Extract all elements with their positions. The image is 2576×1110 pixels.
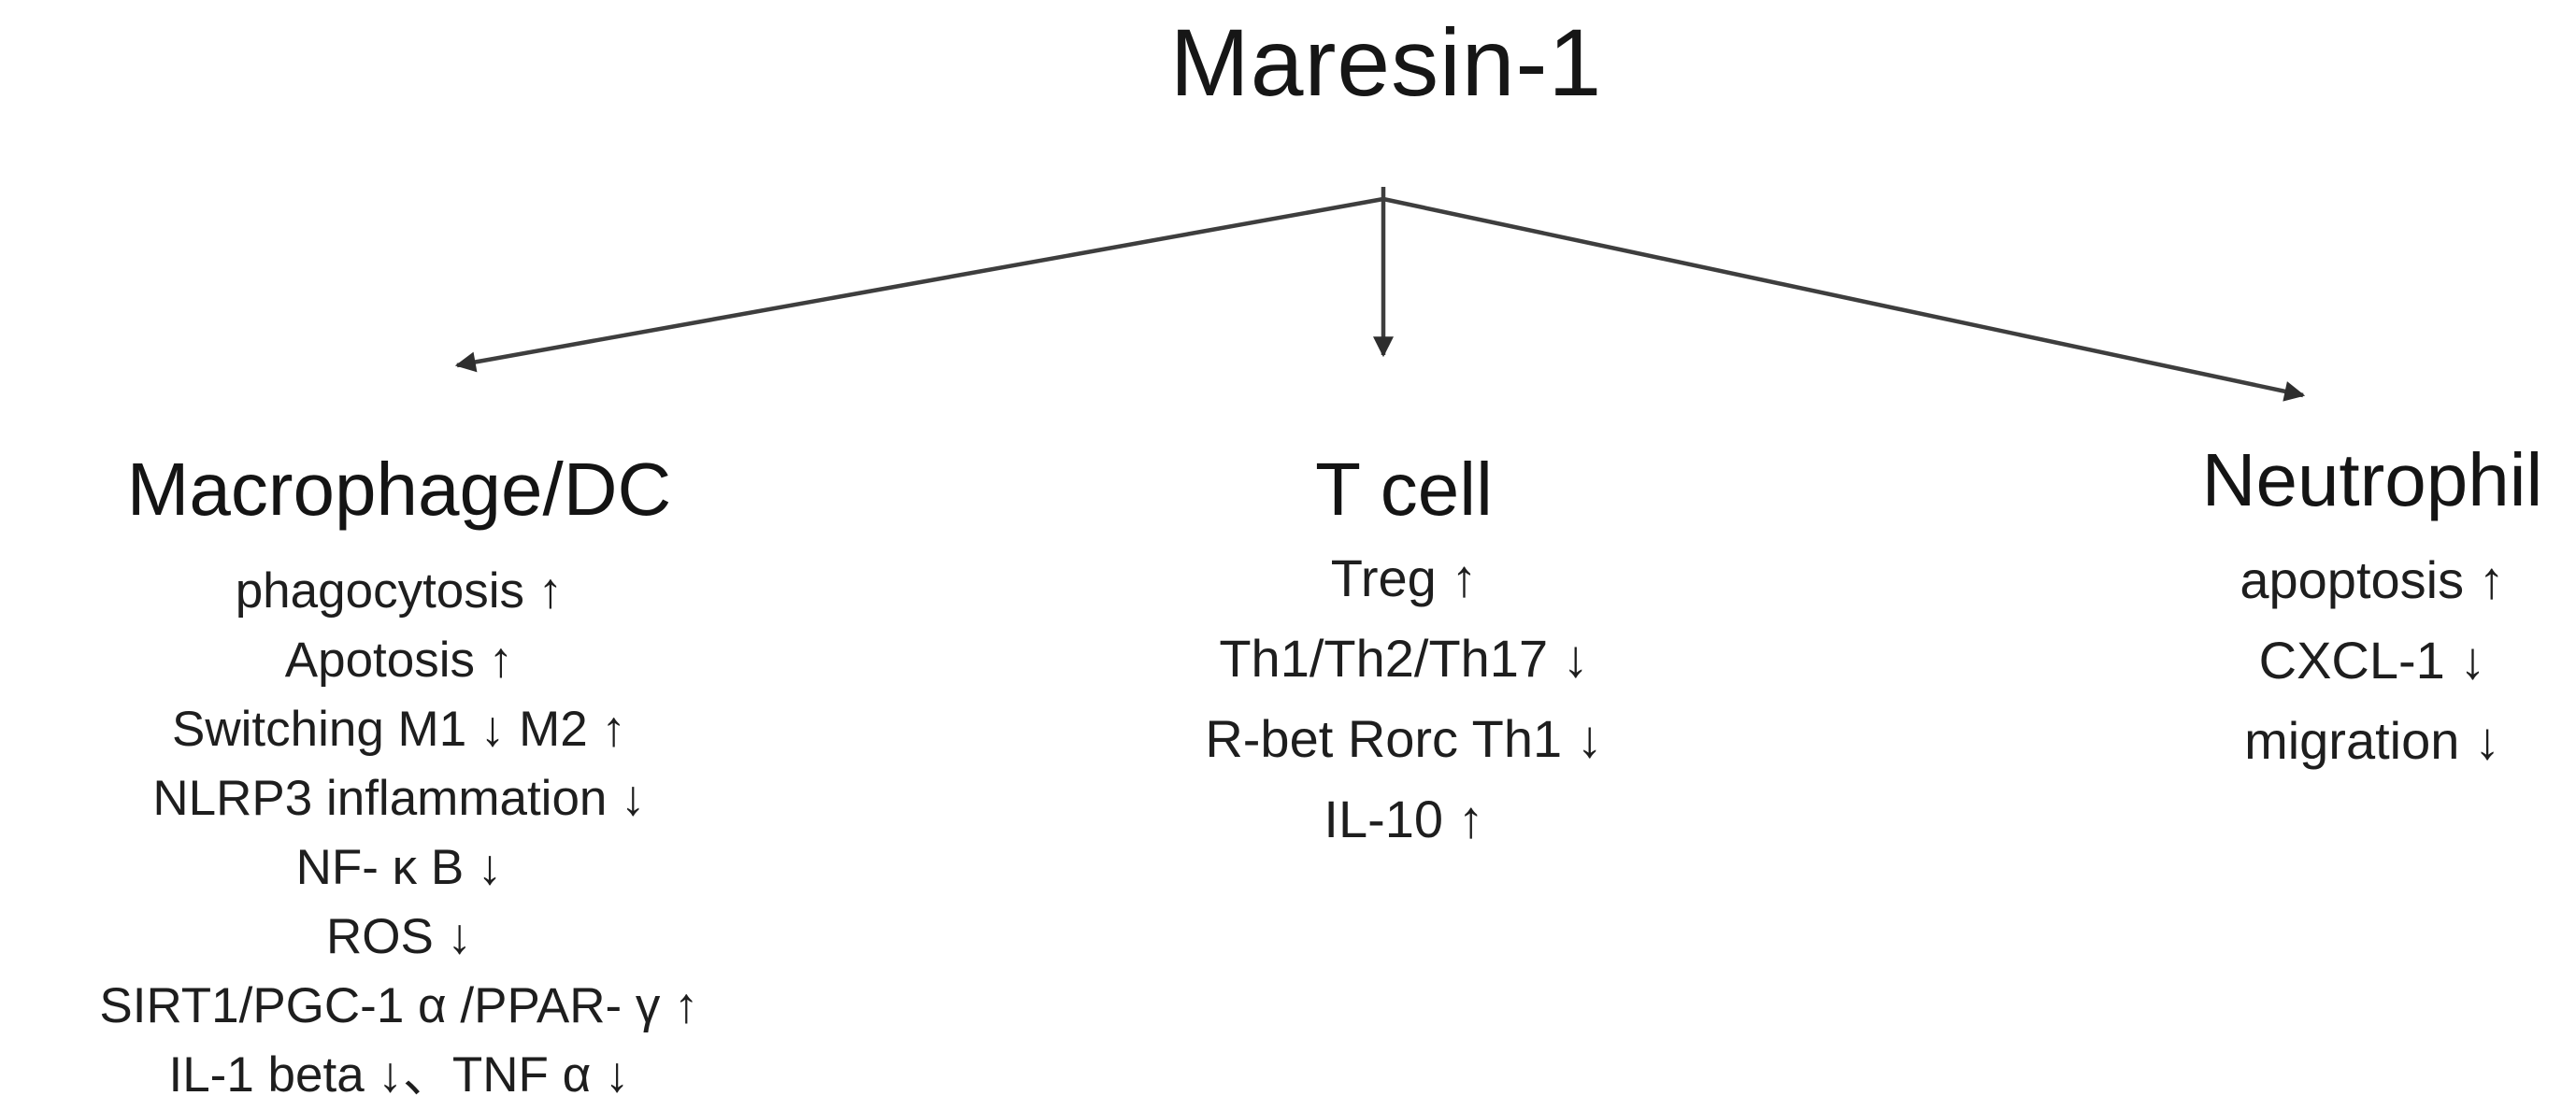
effect-item-nf-kb: NF- κ B ↓ xyxy=(295,840,503,895)
effect-item-apoptosis: apoptosis ↑ xyxy=(2240,550,2505,609)
effect-item-treg: Treg ↑ xyxy=(1330,548,1478,607)
column-header-macrophage-dc: Macrophage/DC xyxy=(126,448,672,531)
effect-item-phagocytosis: phagocytosis ↑ xyxy=(235,563,564,619)
effect-item-apotosis: Apotosis ↑ xyxy=(284,633,514,688)
effect-item-migration: migration ↓ xyxy=(2244,711,2500,770)
column-neutrophil: Neutrophil apoptosis ↑ CXCL-1 ↓ migratio… xyxy=(2202,437,2543,781)
effect-item-th1-th2-th17: Th1/Th2/Th17 ↓ xyxy=(1219,629,1589,688)
effect-list-macrophage-dc: phagocytosis ↑ Apotosis ↑ Switching M1 ↓… xyxy=(99,557,698,1110)
arrow-to-neutrophil xyxy=(1382,196,2306,402)
effect-list-neutrophil: apoptosis ↑ CXCL-1 ↓ migration ↓ xyxy=(2202,540,2543,781)
column-macrophage-dc: Macrophage/DC phagocytosis ↑ Apotosis ↑ … xyxy=(99,447,698,1110)
effect-item-switching-m1-m2: Switching M1 ↓ M2 ↑ xyxy=(172,702,626,757)
effect-item-cxcl-1: CXCL-1 ↓ xyxy=(2258,631,2486,690)
arrow-to-macrophage-dc xyxy=(454,196,1384,373)
column-header-neutrophil: Neutrophil xyxy=(2201,438,2543,521)
effect-item-nlrp3: NLRP3 inflammation ↓ xyxy=(152,771,646,826)
column-t-cell: T cell Treg ↑ Th1/Th2/Th17 ↓ R-bet Rorc … xyxy=(1205,447,1602,860)
effect-item-il1beta-tnfa: IL-1 beta ↓、TNF α ↓ xyxy=(168,1047,630,1103)
effect-item-rbet-rorc-th1: R-bet Rorc Th1 ↓ xyxy=(1205,709,1603,768)
column-header-t-cell: T cell xyxy=(1315,448,1493,531)
effect-list-t-cell: Treg ↑ Th1/Th2/Th17 ↓ R-bet Rorc Th1 ↓ I… xyxy=(1205,538,1602,860)
diagram-title: Maresin-1 xyxy=(1169,9,1603,116)
effect-item-il-10: IL-10 ↑ xyxy=(1324,790,1484,848)
effect-item-ros: ROS ↓ xyxy=(325,909,473,964)
effect-item-sirt1-pgc1a-pparg: SIRT1/PGC-1 α /PPAR- γ ↑ xyxy=(99,978,699,1033)
